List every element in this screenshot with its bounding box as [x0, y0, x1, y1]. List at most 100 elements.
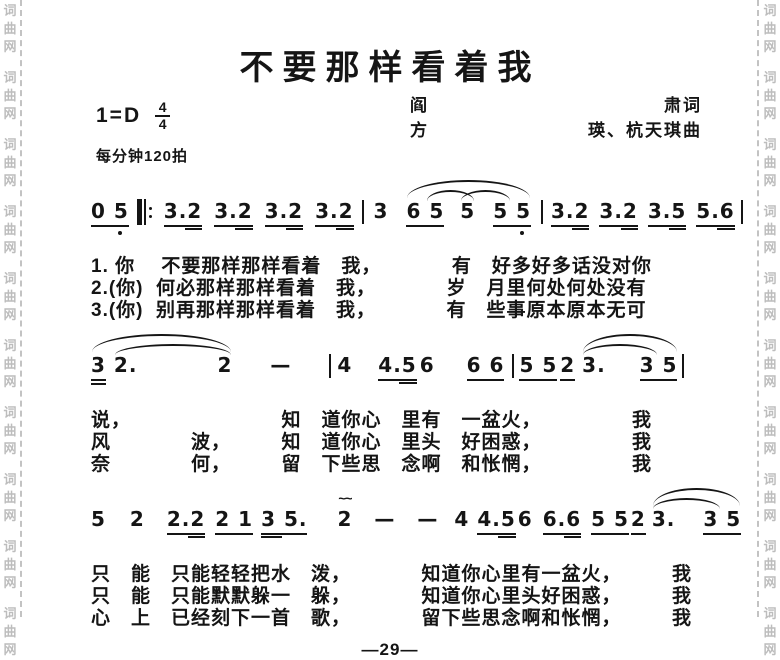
- repeat-sign: [136, 199, 152, 225]
- note: 3 5: [703, 508, 742, 535]
- barline: [682, 354, 685, 378]
- watermark-group: 词曲网: [763, 540, 776, 590]
- tie-arc: [461, 190, 511, 201]
- note: 5 5: [591, 508, 629, 535]
- lyricist-name: 阎: [410, 96, 429, 115]
- meta-row: 1=D 4 4 每分钟120拍 阎 肃词 方 瑛、杭天琪曲: [36, 91, 744, 166]
- note-value: 3.: [651, 507, 676, 531]
- note: 4.5: [477, 508, 516, 538]
- note-value: 3.2: [264, 199, 304, 223]
- note-value: 5 5: [591, 507, 629, 531]
- watermark-left: 词曲网词曲网词曲网词曲网词曲网词曲网词曲网词曲网词曲网词曲网: [2, 4, 18, 657]
- barline: [740, 200, 743, 224]
- page-number: —29—: [361, 640, 419, 659]
- watermark-char: 词: [3, 405, 17, 420]
- tie-arc: [653, 498, 721, 509]
- note: 2: [130, 508, 145, 531]
- time-signature-denominator: 4: [158, 116, 167, 132]
- watermark-char: 网: [3, 508, 17, 523]
- watermark-group: 词曲网: [3, 540, 16, 590]
- note: 3 5: [639, 353, 678, 381]
- lyrics-line: 只 能 只能默默躲一 躲， 知道你心里头好困惑， 我: [91, 586, 693, 607]
- watermark-char: 网: [763, 240, 777, 255]
- note: 2: [630, 507, 646, 535]
- watermark-char: 网: [3, 106, 17, 121]
- note-value: 3.2: [315, 199, 354, 223]
- watermark-group: 词曲网: [763, 607, 776, 657]
- note-value: —: [417, 507, 439, 531]
- watermark-char: 曲: [3, 88, 17, 103]
- watermark-char: 曲: [3, 155, 17, 170]
- watermark-char: 曲: [763, 289, 777, 304]
- note-value: 5 5: [519, 353, 558, 377]
- page-content: 不要那样看着我 1=D 4 4 每分钟120拍 阎 肃词 方 瑛、杭天琪曲: [36, 0, 744, 660]
- low-octave-dot: [520, 231, 525, 235]
- watermark-group: 词曲网: [763, 4, 776, 54]
- note: 4: [337, 354, 352, 377]
- watermark-char: 网: [763, 441, 777, 456]
- watermark-char: 网: [3, 173, 17, 188]
- watermark-char: 词: [763, 405, 777, 420]
- note: 5: [91, 508, 106, 531]
- watermark-group: 词曲网: [3, 4, 16, 54]
- watermark-group: 词曲网: [763, 138, 776, 188]
- note-value: 2: [630, 507, 646, 531]
- slur-arc: [653, 488, 740, 506]
- note: 0 5: [91, 200, 129, 235]
- note-value: 6: [419, 353, 435, 377]
- watermark-group: 词曲网: [3, 272, 16, 322]
- composer-suffix: 瑛、杭天琪曲: [588, 121, 702, 140]
- key-signature: 1=D 4 4: [96, 100, 188, 132]
- watermark-char: 网: [763, 642, 777, 657]
- note: 5.6: [696, 200, 735, 230]
- note-value: 4.5: [378, 353, 417, 377]
- watermark-right: 词曲网词曲网词曲网词曲网词曲网词曲网词曲网词曲网词曲网词曲网: [762, 4, 778, 657]
- note-value: 3 5: [639, 353, 678, 377]
- lyrics-line: 说， 知 道你心 里有 一盆火， 我: [91, 410, 653, 431]
- key-signature-text: 1=D: [96, 104, 142, 127]
- fraction-bar: [155, 115, 171, 117]
- watermark-group: 词曲网: [763, 473, 776, 523]
- barline: [540, 200, 543, 224]
- note: 2 1: [215, 507, 254, 535]
- watermark-char: 词: [3, 606, 17, 621]
- watermark-char: 网: [763, 374, 777, 389]
- note: 3: [91, 354, 106, 385]
- watermark-char: 词: [3, 137, 17, 152]
- composer-name: 方: [410, 121, 429, 140]
- note-value: 3: [373, 199, 389, 223]
- watermark-char: 词: [763, 472, 777, 487]
- note-value: 6: [517, 507, 533, 531]
- note: 2.: [114, 354, 138, 377]
- tie-arc: [115, 344, 231, 355]
- watermark-char: 网: [763, 508, 777, 523]
- slur-arc: [583, 334, 677, 352]
- note-value: 3.2: [599, 199, 638, 223]
- note-value: 2: [217, 353, 233, 377]
- watermark-char: 网: [3, 307, 17, 322]
- note-value: 2: [337, 507, 353, 531]
- note: —: [270, 354, 291, 377]
- watermark-group: 词曲网: [3, 473, 16, 523]
- watermark-char: 网: [763, 307, 777, 322]
- watermark-char: 曲: [763, 557, 777, 572]
- lyrics-line: 2.(你) 何必那样那样看着 我， 岁 月里何处何处没有: [91, 278, 647, 299]
- note: 2: [560, 354, 576, 381]
- credits-block: 阎 肃词 方 瑛、杭天琪曲: [410, 93, 702, 166]
- watermark-char: 网: [3, 642, 17, 657]
- lyrics-line: 只 能 只能轻轻把水 泼， 知道你心里有一盆火， 我: [91, 564, 693, 585]
- note-value: 2 1: [215, 507, 254, 531]
- watermark-char: 词: [763, 137, 777, 152]
- note: 6: [420, 354, 435, 377]
- watermark-char: 网: [3, 575, 17, 590]
- note-value: 3.2: [214, 199, 253, 223]
- note: 3.2: [214, 199, 253, 230]
- watermark-char: 词: [763, 3, 777, 18]
- watermark-char: 曲: [763, 21, 777, 36]
- note-value: —: [270, 353, 292, 377]
